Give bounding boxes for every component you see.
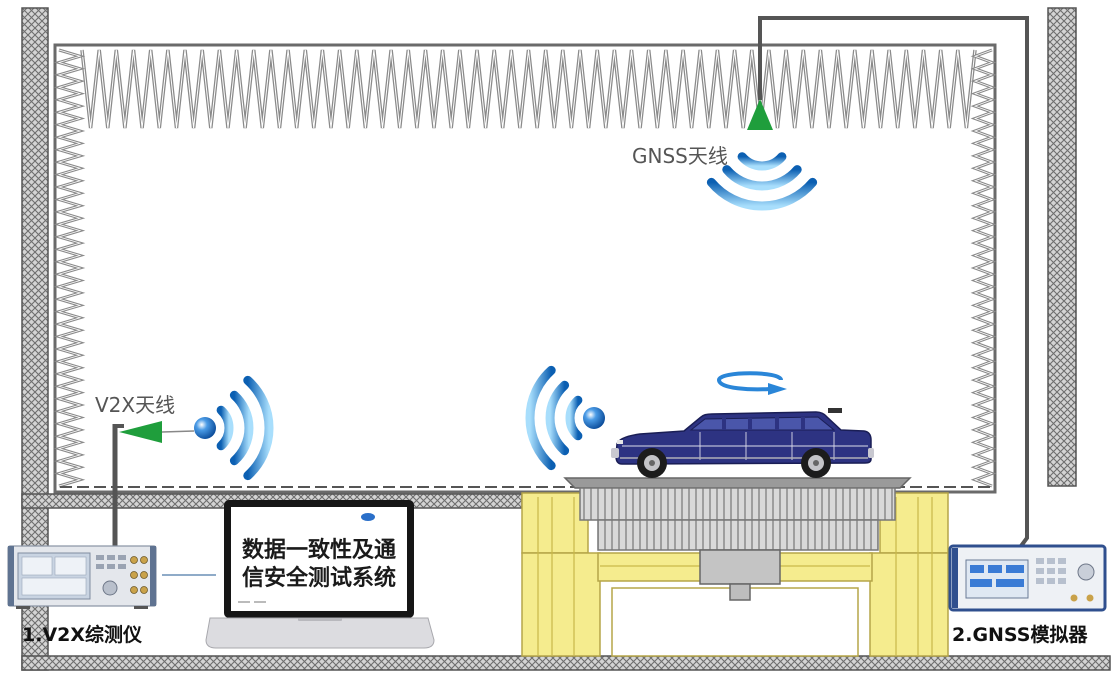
car-pinstripes	[622, 432, 868, 460]
rotation-arrow-icon	[716, 371, 787, 395]
v2x-antenna-icon	[119, 421, 162, 443]
laptop-logo-icon	[361, 513, 375, 521]
turntable	[521, 477, 949, 657]
v2x-signal-link	[161, 430, 195, 433]
vehicle-signal	[525, 365, 605, 471]
turntable-top-plate	[563, 477, 912, 489]
v2x-signal-source-icon	[194, 417, 216, 439]
v2x-signal-icon	[216, 375, 274, 481]
laptop-screen-footer-mark	[238, 601, 250, 603]
turntable-shaft	[729, 583, 751, 601]
gnss-cable	[758, 16, 1029, 548]
laptop-screen-footer-mark	[254, 601, 266, 603]
car-windows	[689, 416, 836, 431]
laptop-screen-line-2: 信安全测试系统	[242, 565, 396, 591]
car-headlight	[617, 440, 623, 444]
gnss-simulator-handle	[952, 548, 958, 608]
gnss-simulator-connector	[1086, 594, 1094, 602]
car-rear-wheel	[801, 448, 831, 478]
turntable-hub	[699, 549, 781, 585]
gnss-simulator-connector	[1070, 594, 1078, 602]
v2x-tester-screen-ui	[21, 556, 87, 596]
absorber-top-inner	[81, 49, 976, 129]
turntable-left-leg	[521, 552, 601, 657]
laptop-screen	[231, 507, 407, 611]
v2x-tester	[7, 545, 157, 609]
car-pillars	[722, 417, 805, 430]
turntable-mechanism-upper	[579, 487, 896, 521]
v2x-antenna-label: V2X天线	[95, 393, 175, 417]
right-pillar	[1047, 7, 1077, 487]
car-rear-bumper	[868, 448, 874, 458]
gnss-simulator	[948, 544, 1107, 612]
v2x-tester-foot	[134, 606, 148, 609]
absorber-left-inner	[57, 49, 82, 487]
vehicle-signal-source-icon	[583, 407, 605, 429]
chamber-shell	[53, 43, 997, 494]
gnss-antenna: GNSS天线	[632, 99, 818, 211]
laptop: 数据一致性及通 信安全测试系统	[205, 500, 435, 649]
car-front-bumper	[611, 448, 619, 458]
gnss-simulator-label: 2.GNSS模拟器	[952, 623, 1088, 646]
turntable-left-block	[521, 492, 589, 554]
car-front-wheel	[637, 448, 667, 478]
v2x-antenna: V2X天线	[95, 375, 274, 552]
car-roof-antenna	[828, 408, 842, 413]
v2x-tester-left-handle	[8, 546, 14, 606]
turntable-leg-lines	[537, 497, 933, 655]
gnss-signal-icon	[706, 152, 818, 211]
gnss-antenna-icon	[747, 99, 773, 130]
turntable-mechanism-lower	[597, 519, 879, 551]
v2x-tester-label: 1.V2X综测仪	[22, 623, 143, 646]
gnss-simulator-knob-icon	[1077, 563, 1095, 581]
v2x-tester-buttons	[96, 555, 126, 569]
floor	[21, 655, 1111, 671]
v2x-tester-knob-icon	[102, 580, 118, 596]
laptop-hinge-notch	[298, 618, 342, 621]
v2x-tester-right-handle	[150, 546, 156, 606]
laptop-screen-line-1: 数据一致性及通	[242, 537, 396, 563]
gnss-simulator-screen-ui	[970, 565, 1024, 587]
v2x-tester-foot	[16, 606, 30, 609]
v2x-tester-connectors	[130, 556, 148, 594]
absorber-right-inner	[973, 49, 994, 487]
gnss-antenna-label: GNSS天线	[632, 144, 728, 168]
laptop-base	[205, 617, 435, 649]
anechoic-chamber	[53, 43, 997, 494]
gnss-simulator-buttons	[1036, 558, 1066, 584]
vehicle-under-test	[611, 408, 874, 478]
turntable-right-leg	[869, 552, 949, 657]
vehicle-signal-icon	[525, 365, 583, 471]
